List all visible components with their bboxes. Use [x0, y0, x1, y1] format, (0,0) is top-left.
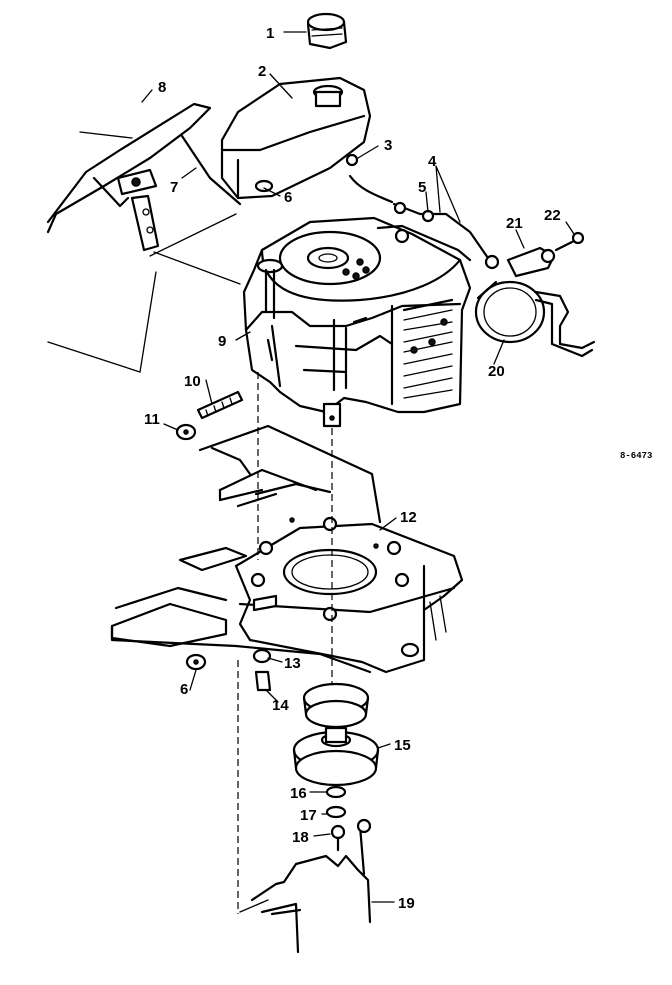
callout-15: 15: [394, 737, 411, 754]
callout-5: 5: [418, 179, 426, 196]
callout-10: 10: [184, 373, 201, 390]
fuel-line: [345, 153, 490, 260]
callout-12: 12: [400, 509, 417, 526]
callout-19: 19: [398, 895, 415, 912]
mounting-plate-outline: [47, 213, 241, 373]
alignment-lines: [237, 372, 333, 914]
callout-11: 11: [144, 411, 160, 428]
callout-2: 2: [258, 63, 266, 80]
fuel-tank: [220, 76, 372, 200]
linkage-rod: [250, 818, 372, 954]
callout-21: 21: [506, 215, 523, 232]
engine: [242, 216, 500, 428]
callout-6-lower: 6: [180, 681, 188, 698]
starter-housing: [474, 280, 596, 358]
callout-7: 7: [170, 179, 178, 196]
mounting-bolt: [175, 390, 244, 441]
callout-9: 9: [218, 333, 226, 350]
engine-bracket: [46, 102, 242, 252]
callout-3: 3: [384, 137, 392, 154]
callout-6: 6: [284, 189, 292, 206]
callout-13: 13: [284, 655, 301, 672]
callout-20: 20: [488, 363, 505, 380]
callout-16: 16: [290, 785, 307, 802]
callout-14: 14: [272, 697, 289, 714]
callout-8: 8: [158, 79, 166, 96]
callout-labels: 1 2 3 4 5 6 7 8 9 10 11 12 13 14 15 16 1…: [144, 25, 652, 912]
callout-18: 18: [292, 829, 309, 846]
callout-22: 22: [544, 207, 561, 224]
deck-frame: [110, 424, 464, 674]
callout-4: 4: [428, 153, 437, 170]
lower-fasteners: [185, 648, 272, 692]
pulleys: [292, 682, 380, 852]
diagram-code: 8-6473: [620, 451, 652, 461]
leader-lines: [141, 31, 575, 903]
fuel-cap: [306, 12, 348, 50]
throttle-bracket: [506, 231, 585, 278]
callout-17: 17: [300, 807, 317, 824]
callout-1: 1: [266, 25, 274, 42]
